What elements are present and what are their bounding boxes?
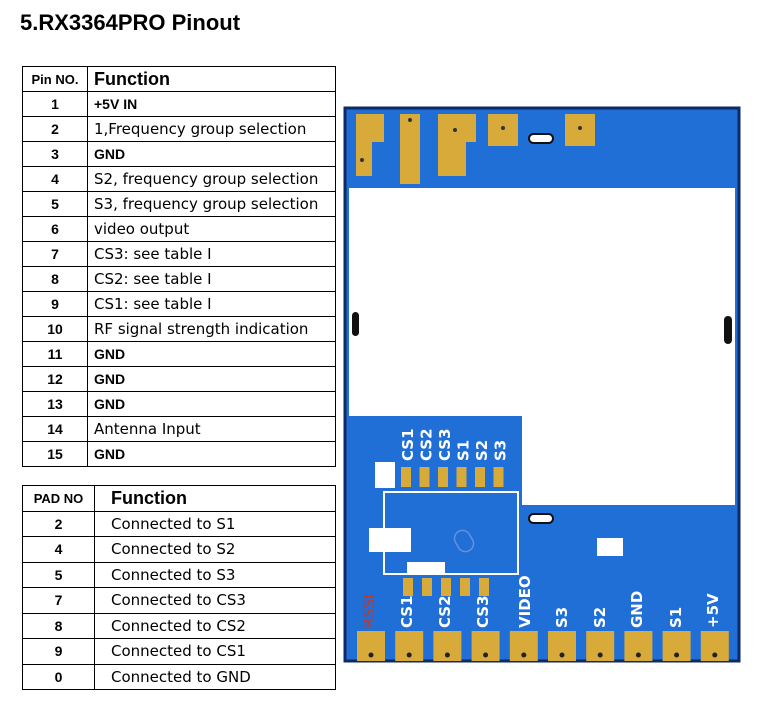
row-number: 3 <box>22 141 88 167</box>
board-bottom-label: RSSI <box>360 594 378 628</box>
row-function: GND <box>87 441 336 467</box>
row-function: RF signal strength indication <box>87 316 336 342</box>
lower-pad-row <box>403 578 489 596</box>
board-bottom-label: +5V <box>704 593 722 628</box>
mount-slot-left <box>352 312 359 336</box>
component <box>597 538 623 556</box>
board-bottom-label: VIDEO <box>516 575 534 628</box>
slot-top <box>528 133 554 144</box>
row-function: Connected to S2 <box>94 536 336 563</box>
small-pad <box>419 467 430 487</box>
small-pad <box>438 467 448 487</box>
board-bottom-label: CS3 <box>474 595 492 628</box>
row-function: CS3: see table I <box>87 241 336 267</box>
small-pad <box>475 467 485 487</box>
pad-no-header: PAD NO <box>22 485 95 512</box>
row-number: 12 <box>22 366 88 392</box>
board-top-label: S1 <box>455 440 473 461</box>
mount-slot-right <box>724 316 732 344</box>
antenna-pad <box>400 114 420 184</box>
page-title: 5.RX3364PRO Pinout <box>20 10 241 35</box>
board-top-label: S2 <box>473 440 491 461</box>
pin-no-header: Pin NO. <box>22 66 88 92</box>
row-function: video output <box>87 216 336 242</box>
row-number: 5 <box>22 191 88 217</box>
row-function: Connected to S1 <box>94 510 336 537</box>
slot-middle <box>528 513 554 524</box>
row-function: CS1: see table I <box>87 291 336 317</box>
small-pad <box>403 578 413 596</box>
component <box>375 462 395 488</box>
row-number: 9 <box>22 291 88 317</box>
pin-table-header: Pin NO. Function <box>22 66 336 92</box>
pin-row: 1+5V IN <box>22 91 336 117</box>
row-number: 0 <box>22 663 95 690</box>
row-function: Connected to GND <box>94 663 336 690</box>
row-function: 1,Frequency group selection <box>87 116 336 142</box>
row-number: 15 <box>22 441 88 467</box>
small-pad <box>460 578 470 596</box>
bottom-label-group: RSSI CS1 CS2 CS3 VIDEO S3 S2 GND S1 +5V <box>360 575 722 628</box>
board-top-label: CS1 <box>399 428 417 461</box>
edge-pin-row <box>357 631 729 661</box>
small-pad <box>456 467 467 487</box>
row-number: 7 <box>22 587 95 614</box>
row-number: 7 <box>22 241 88 267</box>
small-pad <box>401 467 411 487</box>
shield-area <box>349 188 735 505</box>
row-number: 8 <box>22 612 95 639</box>
row-number: 1 <box>22 91 88 117</box>
board-top-label: CS3 <box>436 428 454 461</box>
top-pad <box>438 114 476 176</box>
board-bottom-label: GND <box>628 591 646 628</box>
row-number: 14 <box>22 416 88 442</box>
board-bottom-label: S3 <box>553 607 571 628</box>
row-function: Antenna Input <box>87 416 336 442</box>
row-function: GND <box>87 341 336 367</box>
small-pad-row <box>401 467 504 487</box>
small-pad <box>479 578 489 596</box>
row-function: CS2: see table I <box>87 266 336 292</box>
board-bottom-label: CS1 <box>398 595 416 628</box>
component <box>407 562 445 574</box>
row-function: GND <box>87 141 336 167</box>
row-number: 4 <box>22 536 95 563</box>
board-bottom-label: S1 <box>667 607 685 628</box>
board-top-label: S3 <box>492 440 510 461</box>
small-pad <box>493 467 504 487</box>
row-number: 9 <box>22 638 95 665</box>
small-pad <box>422 578 432 596</box>
board-bottom-label: CS2 <box>436 595 454 628</box>
board-bottom-label: S2 <box>591 607 609 628</box>
small-pad <box>441 578 451 596</box>
row-function: S2, frequency group selection <box>87 166 336 192</box>
component <box>369 528 411 552</box>
board-top-label: CS2 <box>418 428 436 461</box>
row-number: 6 <box>22 216 88 242</box>
row-function: +5V IN <box>87 91 336 117</box>
